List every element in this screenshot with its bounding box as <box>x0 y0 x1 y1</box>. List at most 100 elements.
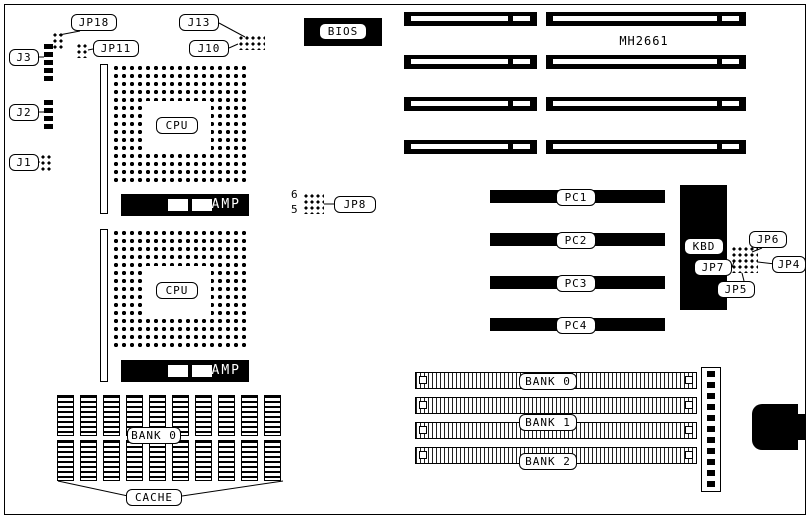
label-bank1: BANK 1 <box>519 414 577 431</box>
cache-chip <box>218 395 235 436</box>
isa-slot-opening <box>411 16 530 21</box>
cache-chip <box>57 395 74 436</box>
simm-end-clip <box>685 401 693 409</box>
keyboard-din-connector <box>752 404 798 450</box>
label-jp4: JP4 <box>772 256 806 273</box>
label-j1: J1 <box>9 154 39 171</box>
label-pc4: PC4 <box>556 317 596 334</box>
jp18-header-icon <box>52 32 65 49</box>
cache-chip <box>103 395 120 436</box>
isa-slot-key <box>717 144 722 149</box>
amp1-window <box>192 199 212 211</box>
keyboard-din-connector-nub <box>796 414 806 440</box>
cache-chip <box>126 440 143 481</box>
label-j3: J3 <box>9 49 39 66</box>
isa-slot-key <box>717 59 722 64</box>
isa-slot <box>546 140 746 154</box>
label-jp5: JP5 <box>717 281 755 298</box>
jp11-header-icon <box>76 43 89 58</box>
j2-header-icon <box>44 100 53 131</box>
label-cache: CACHE <box>126 489 182 506</box>
cpu1-socket: CPU <box>112 64 250 186</box>
label-cpu2: CPU <box>156 282 198 299</box>
cpu2-zif-bar <box>100 229 108 382</box>
isa-slot-key <box>508 144 513 149</box>
simm-socket <box>415 397 697 414</box>
jp8-pin6-number: 6 <box>291 188 298 201</box>
simm-end-clip <box>685 376 693 384</box>
amp1-window <box>168 199 188 211</box>
cache-chip <box>57 440 74 481</box>
cache-chip <box>264 440 281 481</box>
cpu1-zif-bar <box>100 64 108 214</box>
label-cpu1: CPU <box>156 117 198 134</box>
chip-part-number: MH2661 <box>619 34 669 48</box>
label-cache-bank0: BANK 0 <box>127 427 181 444</box>
isa-slot-key <box>508 101 513 106</box>
cache-chip <box>241 395 258 436</box>
amp2-window <box>168 365 188 377</box>
label-j2: J2 <box>9 104 39 121</box>
jp8-pin5-number: 5 <box>291 203 298 216</box>
amp2-window <box>192 365 212 377</box>
label-j10: J10 <box>189 40 229 57</box>
jp8-header-icon <box>303 193 324 214</box>
label-jp6: JP6 <box>749 231 787 248</box>
cache-chip <box>149 440 166 481</box>
cache-chip <box>80 440 97 481</box>
cache-chip <box>172 440 189 481</box>
isa-slot-opening <box>553 16 739 21</box>
simm-end-clip <box>419 376 427 384</box>
isa-slot-key <box>717 16 722 21</box>
simm-end-clip <box>419 401 427 409</box>
isa-slot <box>404 97 537 111</box>
cache-chip <box>241 440 258 481</box>
simm-end-clip <box>685 451 693 459</box>
isa-slot <box>404 55 537 69</box>
isa-slot-opening <box>411 59 530 64</box>
cache-chip <box>218 440 235 481</box>
label-jp18: JP18 <box>71 14 117 31</box>
label-bank0: BANK 0 <box>519 373 577 390</box>
cpu1-amp-regulator: AMP <box>121 194 249 216</box>
isa-slot <box>404 12 537 26</box>
cache-chip <box>80 395 97 436</box>
label-pc1: PC1 <box>556 189 596 206</box>
label-pc2: PC2 <box>556 232 596 249</box>
j13-j10-header-icon <box>238 35 265 50</box>
simm-end-clip <box>419 426 427 434</box>
resistor-pack <box>701 367 721 492</box>
cpu1-socket-center: CPU <box>143 101 211 151</box>
bios-chip: BIOS <box>304 18 382 46</box>
cache-chip <box>264 395 281 436</box>
jp4-jp5-jp6-jp7-header-icon <box>731 246 758 273</box>
cache-chip <box>195 440 212 481</box>
label-kbd: KBD <box>684 238 724 255</box>
resistor-pack-pins <box>707 371 715 488</box>
j1-header-icon <box>40 154 53 171</box>
label-jp8: JP8 <box>334 196 376 213</box>
isa-slot-key <box>508 59 513 64</box>
cpu2-socket: CPU <box>112 229 250 351</box>
simm-end-clip <box>685 426 693 434</box>
isa-slot-opening <box>411 101 530 106</box>
isa-slot-opening <box>553 59 739 64</box>
label-amp2: AMP <box>211 363 241 378</box>
simm-end-clip <box>419 451 427 459</box>
label-bios: BIOS <box>319 23 367 40</box>
isa-slot-opening <box>411 144 530 149</box>
isa-slot <box>546 55 746 69</box>
label-j13: J13 <box>179 14 219 31</box>
j3-header-icon <box>44 44 53 82</box>
cache-chip <box>103 440 120 481</box>
isa-slot-opening <box>553 144 739 149</box>
cpu2-amp-regulator: AMP <box>121 360 249 382</box>
label-bank2: BANK 2 <box>519 453 577 470</box>
isa-slot-opening <box>553 101 739 106</box>
label-jp11: JP11 <box>93 40 139 57</box>
label-pc3: PC3 <box>556 275 596 292</box>
label-jp7: JP7 <box>694 259 732 276</box>
isa-slot <box>546 12 746 26</box>
isa-slot-key <box>508 16 513 21</box>
